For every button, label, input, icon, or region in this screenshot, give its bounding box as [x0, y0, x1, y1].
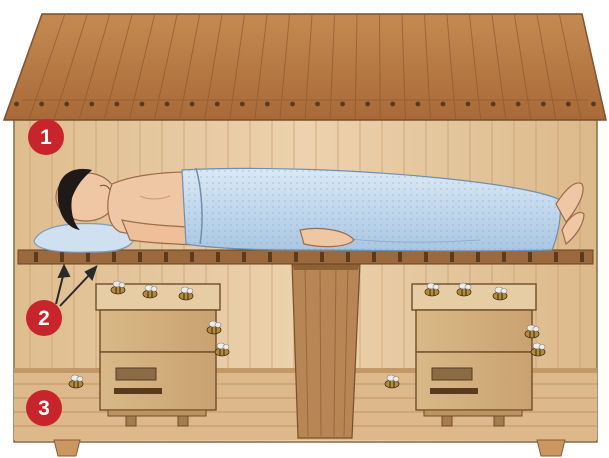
marker-1-label: 1 [40, 126, 52, 149]
bee-icon [385, 375, 399, 388]
bee-icon [179, 287, 193, 300]
bee-icon [425, 283, 439, 296]
bee-icon [525, 325, 539, 338]
roof [4, 14, 606, 120]
beehive-right-icon [412, 284, 536, 426]
marker-2: 2 [26, 300, 62, 336]
marker-3: 3 [26, 390, 62, 426]
bee-icon [111, 281, 125, 294]
bee-icon [207, 321, 221, 334]
center-post [292, 262, 360, 438]
bee-icon [69, 375, 83, 388]
marker-1: 1 [28, 119, 64, 155]
bee-icon [493, 287, 507, 300]
marker-3-label: 3 [38, 397, 50, 420]
bee-icon [215, 343, 229, 356]
bee-icon [457, 283, 471, 296]
bee-icon [531, 343, 545, 356]
bee-icon [143, 285, 157, 298]
beehive-left-icon [96, 284, 220, 426]
marker-2-label: 2 [38, 307, 50, 330]
